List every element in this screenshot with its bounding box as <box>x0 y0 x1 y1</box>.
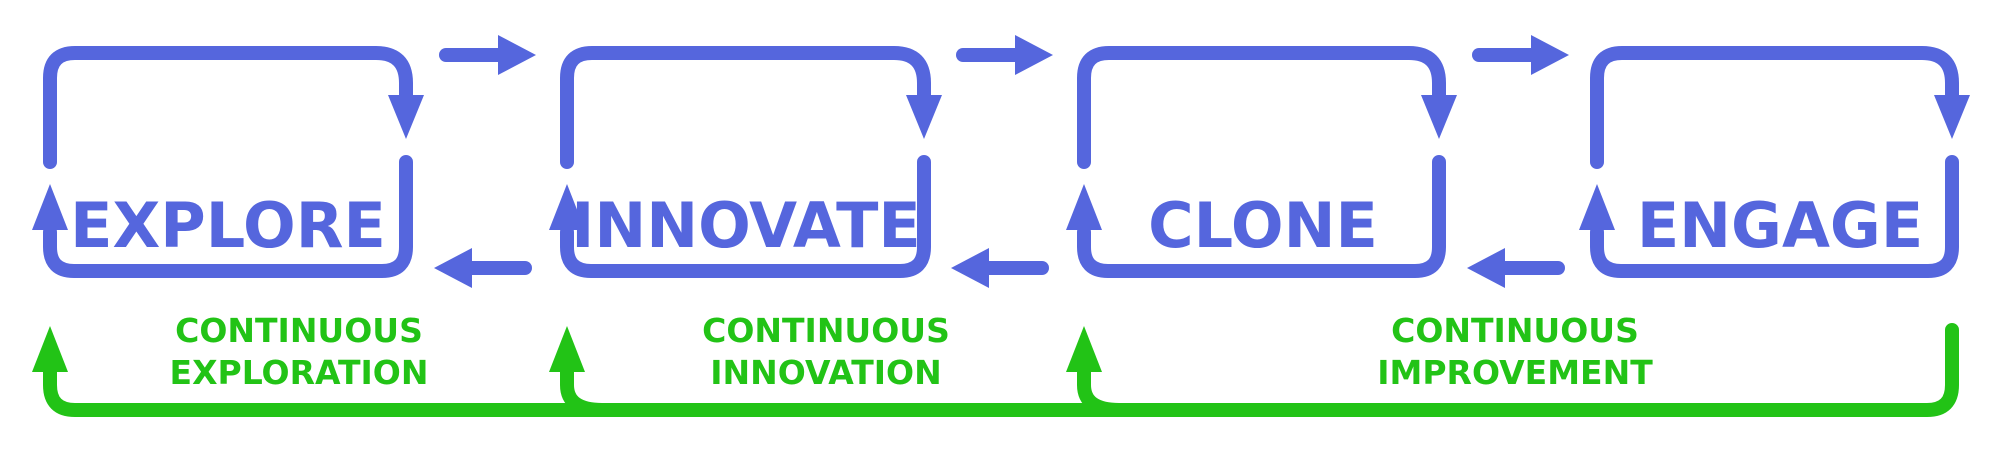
engage-cycle-loop-return <box>1590 155 1959 278</box>
feedback-label-improvement: CONTINUOUS IMPROVEMENT <box>1377 311 1653 392</box>
feedback-arrowhead-explore <box>32 326 68 372</box>
feedback-arrowhead-clone <box>1066 326 1102 372</box>
svg-text:EXPLORATION: EXPLORATION <box>170 353 429 392</box>
feedback-label-innovation: CONTINUOUS INNOVATION <box>702 311 950 392</box>
feedback-arrowhead-innovate <box>549 326 585 372</box>
engage-down-arrowhead <box>1934 95 1970 139</box>
explore-up-arrowhead <box>32 184 68 230</box>
clone-cycle-loop <box>1077 46 1446 169</box>
innovate-down-arrowhead <box>906 95 942 139</box>
clone-down-arrowhead <box>1421 95 1457 139</box>
innovate-up-arrowhead <box>549 184 585 230</box>
stage-label-clone: CLONE <box>1148 189 1378 262</box>
forward-arrow-innovate-to-clone <box>956 35 1053 75</box>
svg-text:INNOVATION: INNOVATION <box>710 353 941 392</box>
feedback-return-line <box>43 323 1959 417</box>
stage-label-engage: ENGAGE <box>1637 189 1923 262</box>
stage-label-explore: EXPLORE <box>70 189 386 262</box>
explore-cycle-loop-return <box>43 155 413 278</box>
stage-innovate: INNOVATE <box>549 46 942 278</box>
feedback-branch-clone <box>1077 363 1126 417</box>
stage-explore: EXPLORE <box>32 46 424 278</box>
explore-down-arrowhead <box>388 95 424 139</box>
svg-text:IMPROVEMENT: IMPROVEMENT <box>1377 353 1653 392</box>
feedback-branch-innovate <box>560 363 609 417</box>
clone-cycle-loop-return <box>1077 155 1446 278</box>
backward-arrow-innovate-to-explore <box>434 248 532 288</box>
stage-label-innovate: INNOVATE <box>571 189 920 262</box>
backward-arrow-clone-to-innovate <box>951 248 1049 288</box>
forward-arrow-clone-to-engage <box>1472 35 1569 75</box>
stage-clone: CLONE <box>1066 46 1457 278</box>
feedback-label-exploration: CONTINUOUS EXPLORATION <box>170 311 429 392</box>
innovate-cycle-loop <box>560 46 931 169</box>
clone-up-arrowhead <box>1066 184 1102 230</box>
explore-cycle-loop <box>43 46 413 169</box>
svg-text:CONTINUOUS: CONTINUOUS <box>702 311 950 350</box>
backward-arrow-engage-to-clone <box>1467 248 1565 288</box>
svg-text:CONTINUOUS: CONTINUOUS <box>175 311 423 350</box>
stage-engage: ENGAGE <box>1579 46 1970 278</box>
engage-up-arrowhead <box>1579 184 1615 230</box>
forward-arrow-explore-to-innovate <box>439 35 536 75</box>
svg-text:CONTINUOUS: CONTINUOUS <box>1391 311 1639 350</box>
innovate-cycle-loop-return <box>560 155 931 278</box>
engage-cycle-loop <box>1590 46 1959 169</box>
